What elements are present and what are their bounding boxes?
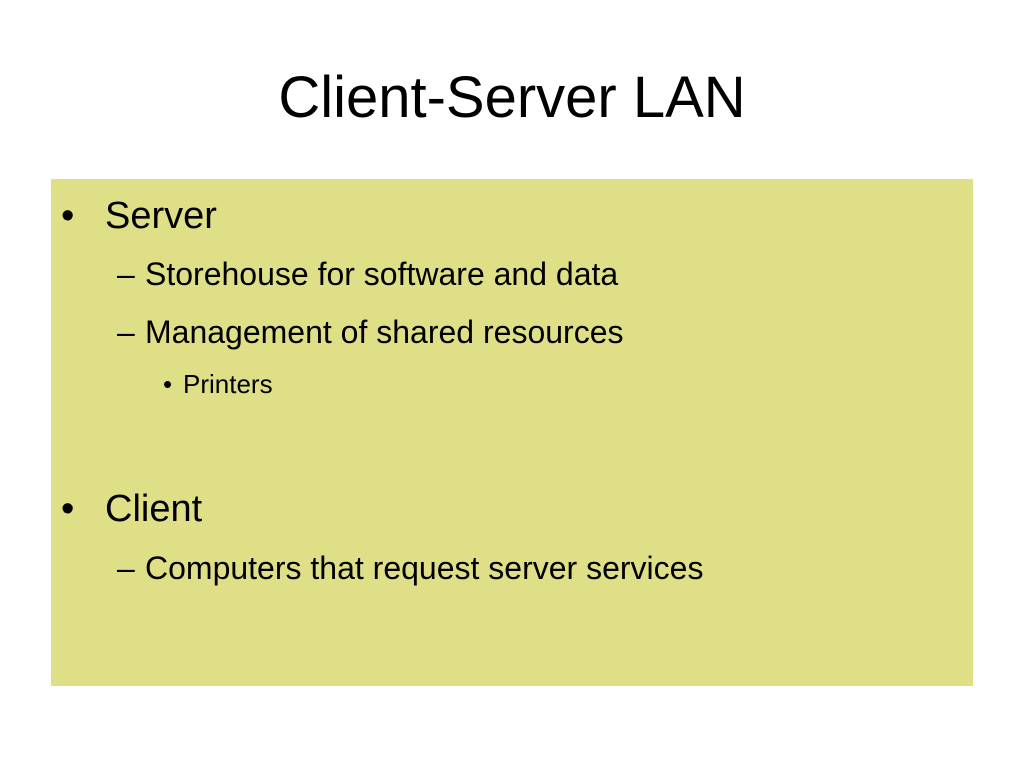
bullet-marker: • [61,195,75,237]
sub-item-computers: –Computers that request server services [117,549,703,587]
sub-item-storehouse: –Storehouse for software and data [117,255,618,293]
sub-item-management-text: Management of shared resources [145,314,624,350]
sub-item-storehouse-text: Storehouse for software and data [145,256,619,292]
bullet-server-text: Server [105,195,217,237]
sub-sub-item-printers: • Printers [163,369,273,399]
content-box: •Server –Storehouse for software and dat… [51,179,973,686]
bullet-client-text: Client [105,488,203,530]
sub-sub-item-printers-text: Printers [183,369,273,399]
dash-marker: – [117,256,135,292]
sub-item-computers-text: Computers that request server services [145,550,704,586]
slide-title: Client-Server LAN [278,65,746,130]
dash-marker: – [117,550,135,586]
bullet-marker: • [61,488,75,530]
dash-marker: – [117,314,135,350]
bullet-marker: • [163,369,173,399]
bullet-server: • Server [61,194,217,238]
bullet-client: • Client [61,487,202,531]
sub-item-management: –Management of shared resources [117,313,623,351]
